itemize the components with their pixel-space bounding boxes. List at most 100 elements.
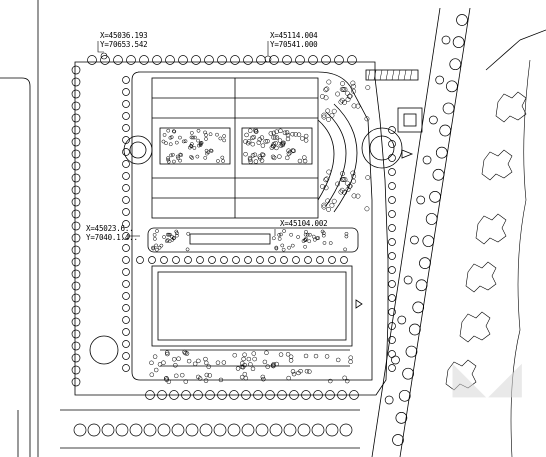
garden-texture [220, 155, 225, 160]
garden-texture [164, 141, 168, 146]
garden-texture [302, 155, 307, 160]
tree-symbol [152, 55, 162, 65]
tree-symbol [217, 55, 227, 65]
garden-texture [277, 237, 282, 241]
tree-symbol [412, 301, 425, 314]
tree-symbol [71, 233, 81, 243]
garden-texture [196, 138, 200, 143]
tree-symbol [280, 256, 288, 264]
garden-texture [297, 158, 303, 164]
garden-texture [323, 185, 329, 191]
garden-texture [209, 149, 214, 153]
tree-symbol [313, 390, 323, 400]
garden-texture [172, 129, 177, 134]
garden-texture [304, 368, 310, 374]
garden-texture [274, 246, 279, 251]
garden-texture [149, 360, 154, 366]
garden-texture [279, 232, 283, 237]
garden-texture [338, 99, 344, 105]
garden-texture [325, 198, 331, 204]
coordinate-label-1: X=45036.193 Y=70653.542 [100, 31, 148, 49]
garden-texture [271, 363, 276, 369]
garden-texture [185, 247, 190, 252]
garden-texture [274, 135, 280, 140]
building-corner [397, 107, 423, 133]
garden-texture [326, 169, 332, 175]
tree-symbol [115, 423, 129, 437]
garden-texture [171, 357, 177, 362]
garden-texture [280, 243, 285, 248]
tree-symbol [122, 280, 130, 288]
garden-texture [242, 371, 248, 377]
garden-texture [331, 108, 337, 114]
garden-texture [351, 83, 357, 89]
tree-symbol [244, 256, 252, 264]
pond-circle [89, 335, 119, 365]
tree-symbol [277, 390, 287, 400]
tree-symbol [71, 317, 81, 327]
garden-texture [196, 374, 201, 380]
garden-texture [347, 93, 353, 99]
garden-texture [303, 138, 309, 143]
tree-symbol [71, 221, 81, 231]
tree-symbol [122, 172, 130, 180]
tree-symbol [122, 244, 130, 252]
tree-symbol [139, 55, 149, 65]
tree-symbol [143, 423, 157, 437]
garden-texture [246, 356, 252, 362]
garden-texture [298, 368, 303, 374]
garden-texture [340, 171, 345, 177]
garden-texture [331, 198, 337, 204]
tree-symbol [71, 377, 81, 387]
garden-texture [264, 350, 269, 355]
garden-texture [196, 358, 201, 364]
tree-symbol [136, 256, 144, 264]
tree-symbol [392, 434, 404, 446]
garden-texture [344, 180, 350, 186]
tree-symbol [321, 55, 331, 65]
tree-symbol [191, 55, 201, 65]
garden-texture [277, 138, 283, 143]
garden-texture [321, 202, 327, 208]
garden-texture [307, 369, 312, 374]
garden-texture [215, 132, 219, 137]
tree-symbol [232, 256, 240, 264]
tree-symbol [220, 256, 228, 264]
garden-texture [285, 136, 291, 142]
garden-texture [203, 378, 209, 383]
garden-texture [329, 202, 335, 208]
garden-texture [286, 148, 291, 153]
garden-texture [281, 140, 286, 146]
garden-texture [159, 243, 164, 248]
garden-texture [271, 362, 277, 367]
diagonal-road-right [399, 7, 471, 457]
coord-x: X=45114.004 [270, 31, 318, 40]
garden-texture [151, 246, 156, 251]
tree-symbol [439, 124, 452, 137]
tree-symbol [449, 58, 462, 71]
tree-symbol [388, 322, 396, 330]
garden-texture [168, 142, 173, 147]
tree-symbol [71, 185, 81, 195]
tree-symbol [398, 389, 411, 402]
tree-symbol [126, 55, 136, 65]
tree-symbol [241, 423, 255, 437]
garden-texture [321, 231, 326, 236]
garden-texture [164, 239, 169, 243]
tree-symbol [122, 196, 130, 204]
tree-symbol [122, 304, 130, 312]
tree-symbol [255, 423, 269, 437]
tree-symbol [391, 355, 400, 365]
tree-symbol [334, 55, 344, 65]
tree-symbol [71, 149, 81, 159]
tree-symbol [213, 423, 227, 437]
garden-texture [171, 129, 176, 134]
garden-texture [165, 351, 170, 357]
tree-symbol [340, 256, 348, 264]
garden-texture [174, 373, 179, 379]
tree-symbol [71, 137, 81, 147]
garden-texture [289, 232, 293, 237]
garden-texture [304, 229, 308, 234]
tree-symbol [388, 140, 396, 148]
inner-road [131, 71, 373, 381]
